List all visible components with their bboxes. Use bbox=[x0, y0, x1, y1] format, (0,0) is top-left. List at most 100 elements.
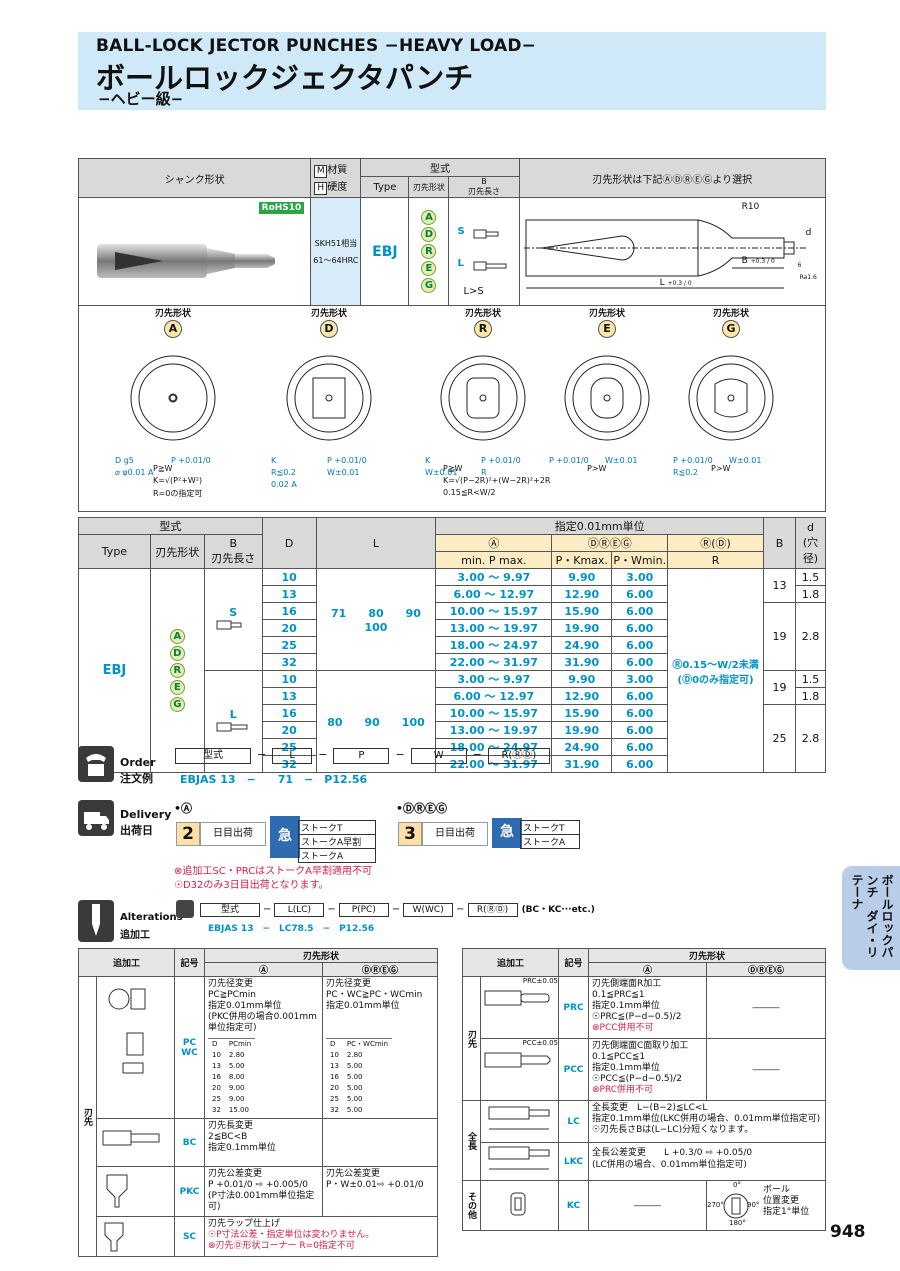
order-example: EBJAS 13 − 71 − P12.56 bbox=[180, 773, 368, 786]
prc-a-1: 0.1≦PRC≦1 bbox=[592, 990, 645, 1000]
sc-a-0: 刃先ラップ仕上げ bbox=[208, 1219, 281, 1229]
cell-pw: 6.00 bbox=[611, 602, 669, 620]
cell-pminmax: 22.00 ～ 31.97 bbox=[435, 653, 553, 671]
mini-cell: 25 bbox=[330, 1095, 339, 1103]
h-dhole-label: d bbox=[806, 520, 814, 534]
shape-dim-r-2: W±0.01 bbox=[425, 468, 458, 477]
shape-e-icon: E bbox=[421, 261, 437, 276]
order-field: R(ⓇⒹ) bbox=[487, 748, 550, 764]
row-shape-icon: R bbox=[169, 663, 185, 678]
cell-pk: 19.90 bbox=[551, 721, 613, 739]
blen-label: S bbox=[229, 605, 238, 619]
alt-right-h-code: 記号 bbox=[558, 948, 589, 977]
row-blen-s: S bbox=[203, 568, 263, 671]
cell-d: 13 bbox=[261, 585, 317, 603]
pcc-a-3: ☉PCC≦(P−d−0.5)/2 bbox=[592, 1074, 682, 1084]
prc-a-2: 指定0.1mm単位 bbox=[592, 1001, 660, 1011]
h-pk: P・Kmax. bbox=[551, 551, 613, 569]
angle-dial bbox=[723, 1193, 749, 1219]
cell-pk: 19.90 bbox=[551, 619, 613, 637]
cell-l-l: 80 90 100 bbox=[315, 670, 437, 773]
b-dim: B +0.3 / 0 bbox=[742, 256, 775, 266]
shape-d-icon: D bbox=[421, 227, 437, 242]
cell-pmax: 31.97 bbox=[503, 758, 538, 771]
alt-right-h-alt: 追加工 bbox=[462, 948, 559, 977]
len-s: S bbox=[457, 226, 465, 237]
cell-pw: 3.00 bbox=[611, 670, 669, 688]
kc-text: ボール 位置変更 指定1°単位 bbox=[763, 1185, 809, 1218]
kc-dreg-cell: 0° 90° 180° 270° ボール 位置変更 指定1°単位 bbox=[706, 1180, 826, 1231]
row-blen-l: L bbox=[203, 670, 263, 773]
delivery-title-en: Delivery bbox=[120, 808, 172, 821]
material-cell: SKH51相当 61～64HRC bbox=[310, 197, 362, 306]
bc-a-cell: 刃先長変更 2≦BC<B 指定0.1mm単位 bbox=[204, 1118, 323, 1167]
shape-note-a-0: P≧W bbox=[153, 464, 173, 473]
alt-left-h-alt: 追加工 bbox=[78, 948, 175, 977]
shape-note-a-2: R=0の指定可 bbox=[153, 489, 203, 498]
bc-drawing bbox=[102, 1130, 160, 1146]
section-side-tab[interactable]: ボールロックパンチ ダイ・リテーナ bbox=[842, 866, 900, 970]
punch-drawing bbox=[523, 219, 807, 289]
shape-badge-r: R bbox=[474, 320, 492, 338]
lkc-a-1: (LC併用の場合、0.01mm単位指定可) bbox=[592, 1160, 747, 1170]
cell-pmin: 10.00 bbox=[449, 605, 485, 618]
alt-left-h-shape: 刃先形状 bbox=[204, 948, 438, 963]
shape-dim-d-3: W±0.01 bbox=[327, 468, 360, 477]
phone-icon-small bbox=[176, 900, 194, 918]
sc-figure bbox=[96, 1216, 175, 1257]
shape-dim-d-2: R≦0.2 bbox=[271, 468, 296, 477]
cell-pk: 24.90 bbox=[551, 738, 613, 756]
header-band bbox=[78, 32, 826, 110]
mini-cell: 5.00 bbox=[346, 1106, 363, 1114]
pc-figure bbox=[96, 976, 175, 1119]
kc-a-cell: ――― bbox=[588, 1180, 707, 1231]
cell-pk: 12.90 bbox=[551, 687, 613, 705]
cell-dhole: 2.8 bbox=[794, 704, 827, 773]
alt-example: EBJAS 13 − LC78.5 − P12.56 bbox=[208, 924, 375, 934]
pkc-a-2: (P寸法0.001mm単位指定可) bbox=[208, 1191, 315, 1212]
kc-a-1: 位置変更 bbox=[763, 1196, 800, 1206]
cell-pmax: 12.97 bbox=[499, 588, 535, 601]
cell-pminmax: 3.00 ～ 9.97 bbox=[435, 568, 553, 586]
subtitle: −ヘビー級− bbox=[98, 90, 184, 108]
mini-h: PC・WCmin bbox=[346, 1040, 389, 1048]
tip-icon bbox=[216, 620, 242, 629]
alt-title-jp: 追加工 bbox=[120, 930, 150, 941]
bc-figure bbox=[96, 1118, 175, 1167]
rohs-badge: RoHS10 bbox=[258, 202, 305, 214]
pcc-drawing bbox=[484, 1052, 551, 1068]
cell-dhole: 1.5 bbox=[794, 568, 827, 586]
cell-dhole: 1.5 bbox=[794, 670, 827, 688]
cell-pminmax: 18.00 ～ 24.97 bbox=[435, 738, 553, 756]
mini-cell: 5.00 bbox=[228, 1062, 245, 1070]
cell-pk: 15.90 bbox=[551, 602, 613, 620]
shape-dim-e-1: W±0.01 bbox=[605, 456, 638, 465]
a-opt-a: ストークA bbox=[298, 849, 376, 863]
shape-dim-e-0: P +0.01/0 bbox=[549, 456, 589, 465]
prc-code: PRC bbox=[558, 976, 589, 1039]
long-tip-icon bbox=[473, 261, 507, 271]
type-header: 型式 bbox=[360, 158, 520, 177]
cell-d: 25 bbox=[261, 738, 317, 756]
type-col: Type bbox=[360, 176, 410, 198]
cell-pminmax: 22.00 ～ 31.97 bbox=[435, 755, 553, 773]
shape-a-icon: A bbox=[421, 210, 437, 225]
cell-d: 20 bbox=[261, 721, 317, 739]
cell-pk: 31.90 bbox=[551, 755, 613, 773]
len-l: L bbox=[457, 258, 464, 269]
lc-a-2: ☉刃先長さBは(L−LC)分短くなります。 bbox=[592, 1125, 754, 1135]
cell-pmax: 9.97 bbox=[503, 571, 531, 584]
alt-right-table: 追加工 記号 刃先形状 Ⓐ ⒹⓇⒺⒼ 刃先 PRC±0.05 PRC 刃先側端面… bbox=[462, 948, 826, 1231]
alt-field: P(PC) bbox=[338, 903, 389, 917]
shape-drawing-r bbox=[440, 355, 526, 441]
mini-cell: 13 bbox=[212, 1062, 221, 1070]
sc-drawing bbox=[104, 1222, 124, 1252]
pcc-a-4: ⊗PRC併用不可 bbox=[592, 1085, 654, 1095]
lc-a-1: 指定0.1mm単位(LKC併用の場合、0.01mm単位指定可) bbox=[592, 1114, 821, 1124]
shape-dim-r-1: P +0.01/0 bbox=[481, 456, 521, 465]
cell-pmax: 31.97 bbox=[503, 656, 538, 669]
